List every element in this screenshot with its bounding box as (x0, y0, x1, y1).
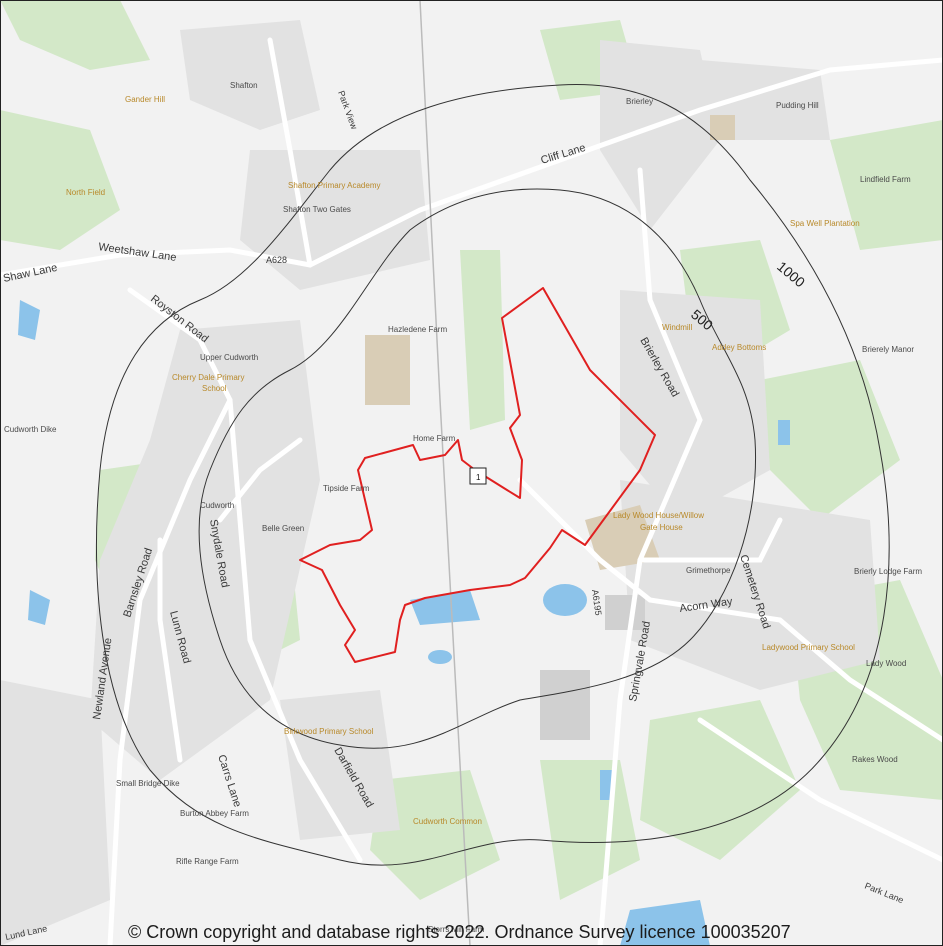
woodland-area (0, 110, 120, 250)
water-body (778, 420, 790, 445)
place-label: Cudworth (200, 501, 234, 510)
water-body (620, 900, 710, 946)
site-marker: 1 (469, 467, 487, 485)
road-line (597, 167, 703, 946)
woodland-area (830, 120, 943, 250)
place-label: Addey Bottoms (712, 343, 766, 352)
industrial-area (710, 115, 735, 140)
road-line (157, 537, 183, 763)
water-body (28, 590, 50, 625)
woodland-area (540, 760, 640, 900)
place-label: Brierley (626, 97, 653, 106)
place-label: Brierly Lodge Farm (854, 567, 922, 576)
place-label: Home Farm (413, 434, 456, 443)
buffer-ring-1000 (96, 83, 890, 866)
water-body (543, 584, 587, 616)
urban-area (600, 40, 720, 230)
place-label: Hazledene Farm (388, 325, 447, 334)
place-label: Brierely Manor (862, 345, 914, 354)
urban-area (240, 150, 430, 290)
place-label: Storrs Mill Farm (428, 925, 485, 934)
place-label: Rifle Range Farm (176, 857, 239, 866)
place-label: Cherry Dale Primary (172, 373, 244, 382)
place-label: Ladywood Primary School (762, 643, 855, 652)
place-label: Pudding Hill (776, 101, 819, 110)
urban-area (180, 20, 320, 130)
place-label: Belle Green (262, 524, 304, 533)
place-label: Birkwood Primary School (284, 727, 374, 736)
industrial-area (365, 335, 410, 405)
place-label: Lady Wood (866, 659, 906, 668)
road-line (127, 287, 233, 403)
industrial-area (540, 670, 590, 740)
buffer-ring-500 (198, 188, 757, 749)
woodland-area (760, 360, 900, 520)
place-label: School (202, 384, 227, 393)
place-label: Cudworth Common (413, 817, 482, 826)
urban-area (0, 680, 110, 946)
industrial-area (605, 595, 645, 630)
place-label: Gander Hill (125, 95, 165, 104)
road-layer (0, 37, 943, 946)
water-body (18, 300, 40, 340)
woodland-area (640, 700, 800, 860)
road-line (217, 437, 303, 523)
place-label: Small Bridge Dike (116, 779, 180, 788)
place-label: Gate House (640, 523, 683, 532)
place-label: Shafton Primary Academy (288, 181, 380, 190)
urban-area (280, 690, 400, 840)
water-layer (18, 300, 790, 946)
site-marker-box (469, 467, 487, 485)
road-line (697, 717, 943, 863)
place-label: Tipside Farm (323, 484, 370, 493)
place-label: Grimethorpe (686, 566, 731, 575)
place-label: Burton Abbey Farm (180, 809, 249, 818)
road-label: A628 (266, 255, 287, 265)
road-line (267, 37, 313, 268)
place-label: Shafton (230, 81, 258, 90)
road-line (517, 477, 943, 743)
place-label: Windmill (662, 323, 692, 332)
place-label: Shafton Two Gates (283, 205, 351, 214)
woodland-area (460, 250, 505, 430)
place-label: Cudworth Dike (4, 425, 57, 434)
road-label: A6195 (590, 589, 604, 616)
water-body (600, 770, 612, 800)
road-line (0, 57, 943, 278)
woodland-area (370, 770, 500, 900)
water-body (428, 650, 452, 664)
place-label: Spa Well Plantation (790, 219, 860, 228)
place-label: Lindfield Farm (860, 175, 911, 184)
copyright-notice: © Crown copyright and database rights 20… (128, 922, 791, 942)
place-label: Rakes Wood (852, 755, 898, 764)
place-label: North Field (66, 188, 105, 197)
road-line (637, 517, 783, 563)
road-line (227, 397, 363, 863)
railway-line (419, 0, 471, 946)
woodland-area (0, 0, 150, 70)
urban-area (620, 480, 880, 690)
road-line (107, 397, 233, 946)
place-label: Lady Wood House/Willow (613, 511, 704, 520)
place-label: Upper Cudworth (200, 353, 258, 362)
water-body (410, 590, 480, 625)
site-boundary (299, 287, 656, 663)
site-marker-label: 1 (476, 473, 481, 482)
place-labels: Shafton Gander Hill Park View Brierley P… (4, 81, 922, 934)
